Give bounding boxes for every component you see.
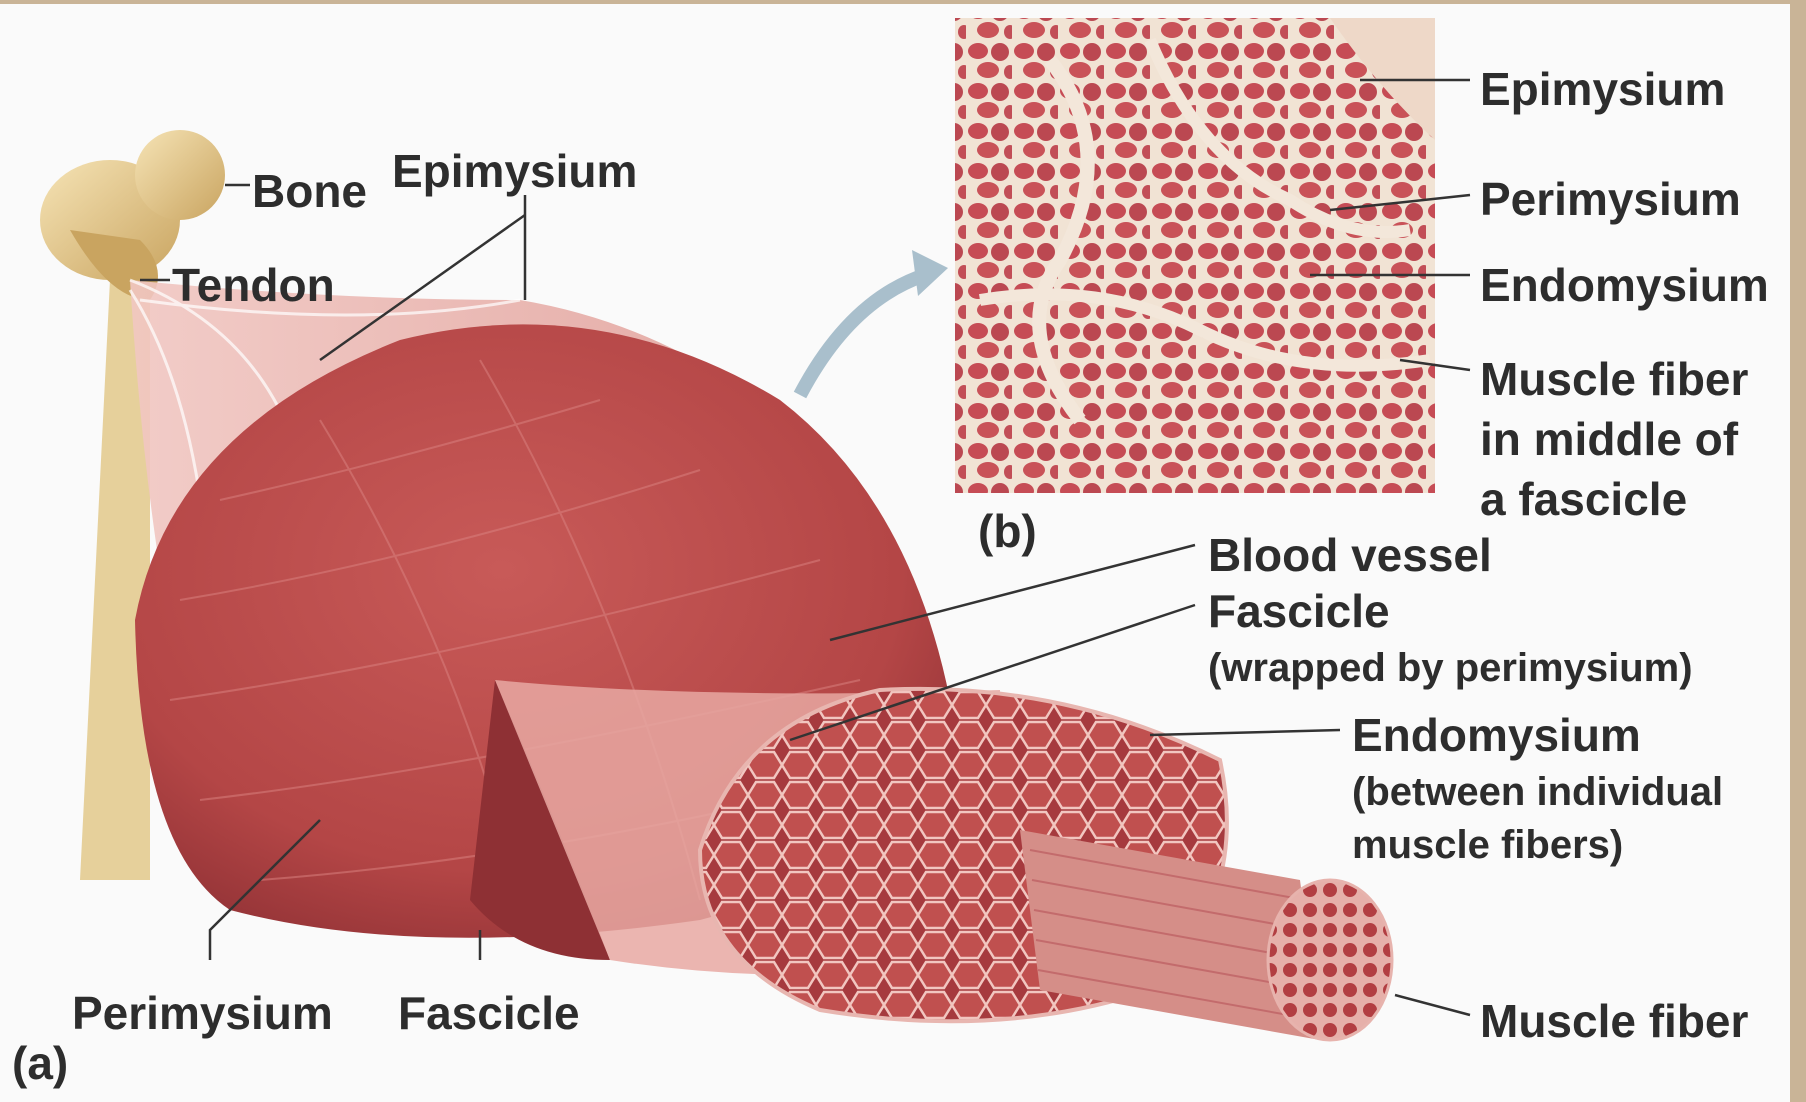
label-perimysium-a: Perimysium [72,990,333,1036]
label-bone: Bone [252,168,367,214]
label-endomysium-a: Endomysium [1352,712,1641,758]
label-fascicle-b: Fascicle [1208,588,1390,634]
histology-micrograph [955,18,1435,493]
panel-b-marker: (b) [978,508,1037,554]
label-muscle-fiber-b-1: Muscle fiber [1480,356,1748,402]
label-endomysium-note-2: muscle fibers) [1352,825,1623,865]
label-muscle-fiber-b-2: in middle of [1480,416,1738,462]
zoom-arrow [800,275,925,395]
label-tendon: Tendon [172,262,335,308]
label-endomysium-b: Endomysium [1480,262,1769,308]
label-fascicle-note: (wrapped by perimysium) [1208,648,1693,688]
label-muscle-fiber-a: Muscle fiber [1480,998,1748,1044]
label-epimysium-b: Epimysium [1480,66,1725,112]
label-perimysium-b: Perimysium [1480,176,1741,222]
label-fascicle-a: Fascicle [398,990,580,1036]
label-epimysium-a: Epimysium [392,148,637,194]
panel-a-marker: (a) [12,1040,68,1086]
label-blood-vessel: Blood vessel [1208,532,1492,578]
label-endomysium-note-1: (between individual [1352,772,1723,812]
label-muscle-fiber-b-3: a fascicle [1480,476,1687,522]
